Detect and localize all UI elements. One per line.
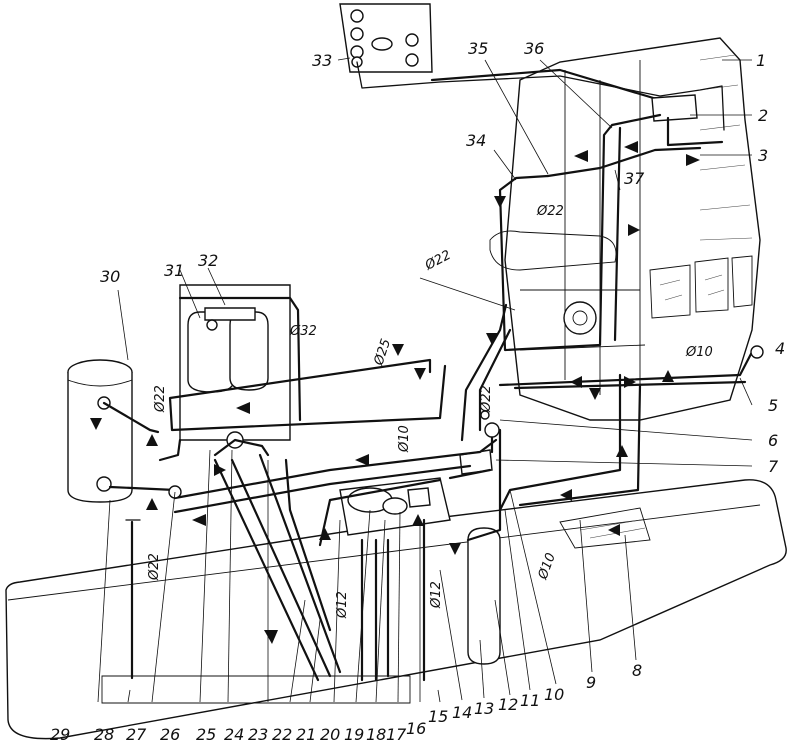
label-5: 5 bbox=[768, 396, 778, 415]
diameter-d22-engine: Ø22 bbox=[536, 204, 564, 219]
label-9: 9 bbox=[586, 673, 596, 692]
label-3: 3 bbox=[758, 146, 768, 165]
diameter-d22-diagonal: Ø22 bbox=[422, 248, 454, 274]
diameter-d22-filter: Ø22 bbox=[153, 385, 168, 413]
label-22: 22 bbox=[272, 725, 292, 744]
diameter-d22-vertical: Ø22 bbox=[479, 385, 494, 413]
label-17: 17 bbox=[386, 725, 407, 744]
label-30: 30 bbox=[100, 267, 120, 286]
coarse-filter bbox=[67, 359, 133, 503]
label-8: 8 bbox=[632, 661, 642, 680]
label-23: 23 bbox=[248, 725, 268, 744]
label-13: 13 bbox=[474, 699, 494, 718]
label-21: 21 bbox=[296, 725, 316, 744]
diameter-d25: Ø25 bbox=[371, 337, 394, 368]
label-31: 31 bbox=[164, 261, 184, 280]
label-32: 32 bbox=[198, 251, 218, 270]
sediment-filter bbox=[467, 527, 501, 665]
label-16: 16 bbox=[406, 719, 426, 738]
label-36: 36 bbox=[524, 39, 544, 58]
diameter-d12-right: Ø12 bbox=[429, 581, 444, 609]
instrument-panel bbox=[339, 3, 433, 73]
label-24: 24 bbox=[224, 725, 244, 744]
fuel-pipes bbox=[102, 61, 764, 682]
part-number-labels: 1 2 3 4 5 6 7 8 9 10 11 12 13 14 15 16 1… bbox=[50, 39, 785, 744]
label-10: 10 bbox=[544, 685, 564, 704]
label-33: 33 bbox=[312, 51, 332, 70]
engine-block bbox=[489, 37, 761, 421]
diameter-d22-lower: Ø22 bbox=[147, 553, 162, 581]
diameter-d32: Ø32 bbox=[289, 324, 317, 339]
label-27: 27 bbox=[126, 725, 147, 744]
label-37: 37 bbox=[624, 169, 645, 188]
label-29: 29 bbox=[50, 725, 70, 744]
label-19: 19 bbox=[344, 725, 364, 744]
flow-arrows bbox=[90, 141, 700, 644]
label-25: 25 bbox=[196, 725, 216, 744]
label-2: 2 bbox=[758, 106, 768, 125]
leader-lines bbox=[97, 57, 753, 703]
label-35: 35 bbox=[468, 39, 488, 58]
label-11: 11 bbox=[520, 691, 540, 710]
label-14: 14 bbox=[452, 703, 472, 722]
label-26: 26 bbox=[160, 725, 180, 744]
fuel-filters bbox=[179, 284, 291, 441]
diameter-d12-left: Ø12 bbox=[335, 591, 350, 619]
label-4: 4 bbox=[775, 339, 785, 358]
label-12: 12 bbox=[498, 695, 518, 714]
diameter-d10-right: Ø10 bbox=[685, 345, 713, 360]
label-28: 28 bbox=[94, 725, 114, 744]
label-1: 1 bbox=[756, 51, 766, 70]
label-18: 18 bbox=[366, 725, 386, 744]
diameter-d10-pump: Ø10 bbox=[397, 425, 412, 453]
diameter-labels: Ø22 Ø22 Ø22 Ø22 Ø22 Ø25 Ø32 Ø10 Ø10 Ø10 … bbox=[147, 204, 713, 619]
label-15: 15 bbox=[428, 707, 448, 726]
label-34: 34 bbox=[466, 131, 486, 150]
label-6: 6 bbox=[768, 431, 778, 450]
label-20: 20 bbox=[320, 725, 340, 744]
label-7: 7 bbox=[768, 457, 779, 476]
